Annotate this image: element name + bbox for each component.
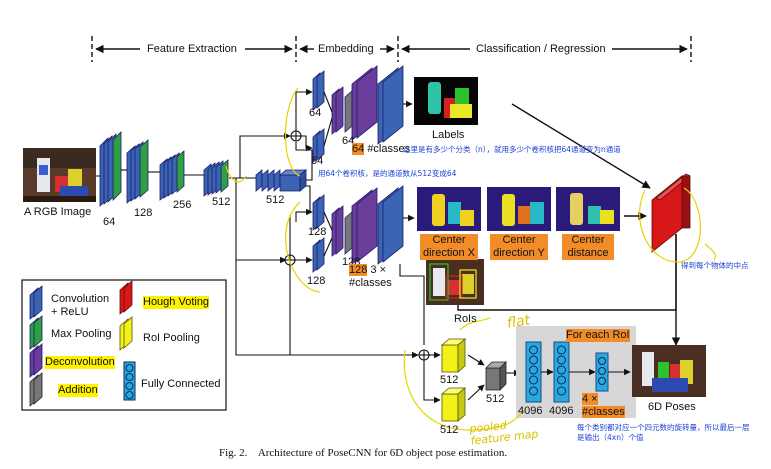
- fc-dim-2: 4096: [549, 405, 574, 417]
- feature-dim-2: 128: [134, 207, 153, 219]
- input-photo: [23, 148, 96, 202]
- stage-feature-extraction: Feature Extraction: [147, 43, 237, 55]
- rois-image: [426, 259, 484, 305]
- feature-dim-5: 512: [266, 194, 285, 206]
- feature-dim-3: 256: [173, 199, 192, 211]
- legend-maxpool-label: Max Pooling: [51, 328, 112, 340]
- embed-dim-top-c: 64: [311, 155, 324, 167]
- center-distance-label: Center distance: [562, 234, 614, 260]
- embed-top: [312, 65, 404, 163]
- figure-caption: Fig. 2. Architecture of PoseCNN for 6D o…: [219, 447, 508, 459]
- stage-classification: Classification / Regression: [476, 43, 606, 55]
- embed-dim-top-b: 64: [342, 135, 355, 147]
- add-dim: 512: [486, 393, 505, 405]
- feature-dim-1: 64: [103, 216, 116, 228]
- center-images: [417, 187, 620, 231]
- embed-dim-top-a: 64: [309, 107, 322, 119]
- rois-label: RoIs: [454, 313, 477, 325]
- hough-voting-block: [651, 173, 691, 253]
- embed-top-connectors: [290, 88, 413, 152]
- roi-pool-blocks: [440, 338, 467, 422]
- center-y-label: Center direction Y: [490, 234, 548, 260]
- legend-roi-label: RoI Pooling: [143, 332, 200, 344]
- output-photo: [632, 345, 706, 397]
- legend-deconv-label: Deconvolution: [45, 356, 115, 369]
- stage-dividers: [91, 36, 692, 62]
- labels-image: [414, 77, 478, 125]
- legend-conv-label: Convolution + ReLU: [51, 293, 110, 318]
- handwritten-annotations: [225, 87, 716, 431]
- fc-dim-1: 4096: [518, 405, 543, 417]
- pool-dim-2: 512: [440, 424, 459, 436]
- seg-output-label: 64 #classes: [352, 143, 411, 155]
- fc-output-label: 4 × #classes: [582, 393, 625, 418]
- fc-title: For each RoI: [566, 329, 630, 342]
- labels-caption: Labels: [432, 129, 465, 141]
- legend-hough-label: Hough Voting: [143, 296, 210, 309]
- legend-add-label: Addition: [58, 384, 98, 397]
- embed-dim-bottom-a: 128: [308, 226, 327, 238]
- embed-bottom-connectors: [284, 208, 425, 345]
- pool-dim-1: 512: [440, 374, 459, 386]
- fc-neurons: [529, 345, 606, 396]
- embed-dim-bottom-c: 128: [307, 275, 326, 287]
- note-kernel: 用64个卷积核，是的通道数从512变成64: [318, 169, 457, 178]
- vertex-output-label: 128 3 × #classes: [349, 264, 392, 289]
- feature-dim-4: 512: [212, 196, 231, 208]
- note-center: 得到每个物体的中点: [681, 261, 749, 270]
- stage-embedding: Embedding: [318, 43, 374, 55]
- note-quaternion: 每个类别都对应一个四元数的旋转量，所以最后一层 是输出（4xn）个值: [577, 423, 750, 442]
- handwritten-flat: flat: [505, 312, 532, 332]
- embed-bottom: [312, 185, 404, 273]
- output-label: 6D Poses: [648, 401, 696, 413]
- feature-blocks: [99, 131, 308, 207]
- center-x-label: Center direction X: [420, 234, 478, 260]
- note-classes: 这里是有多少个分类（n），就用多少个卷积核把64通道变为n通道: [403, 145, 621, 154]
- add-block: [485, 361, 507, 391]
- legend-fc-label: Fully Connected: [141, 378, 221, 390]
- input-label: A RGB Image: [24, 206, 92, 218]
